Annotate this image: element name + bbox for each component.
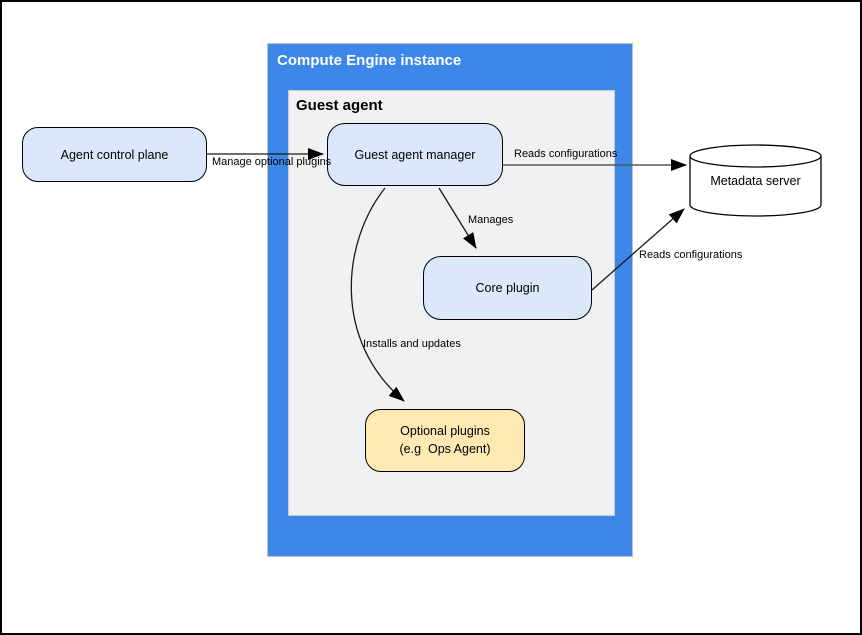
optional-plugins-label-line1: Optional plugins — [400, 424, 490, 438]
compute-engine-instance-title: Compute Engine instance — [277, 52, 462, 69]
node-core-plugin: Core plugin — [423, 256, 592, 320]
edge-label-reads-configurations-bottom: Reads configurations — [639, 249, 743, 261]
edge-label-manage-optional-plugins: Manage optional plugins — [212, 156, 332, 168]
core-plugin-label: Core plugin — [475, 281, 540, 295]
optional-plugins-label-line2: (e.g Ops Agent) — [399, 441, 491, 456]
edge-label-installs-and-updates: Installs and updates — [363, 338, 461, 350]
node-optional-plugins: Optional plugins (e.g Ops Agent) — [365, 409, 525, 472]
edge-label-reads-configurations-top: Reads configurations — [514, 148, 618, 160]
guest-agent-title: Guest agent — [296, 97, 383, 114]
metadata-server-label: Metadata server — [710, 173, 801, 188]
guest-agent-manager-label: Guest agent manager — [354, 147, 476, 162]
edge-label-manages: Manages — [468, 214, 514, 226]
node-metadata-server: Metadata server — [690, 145, 821, 216]
node-guest-agent-manager: Guest agent manager — [327, 123, 503, 186]
agent-control-plane-label: Agent control plane — [60, 147, 169, 162]
node-agent-control-plane: Agent control plane — [22, 127, 207, 182]
